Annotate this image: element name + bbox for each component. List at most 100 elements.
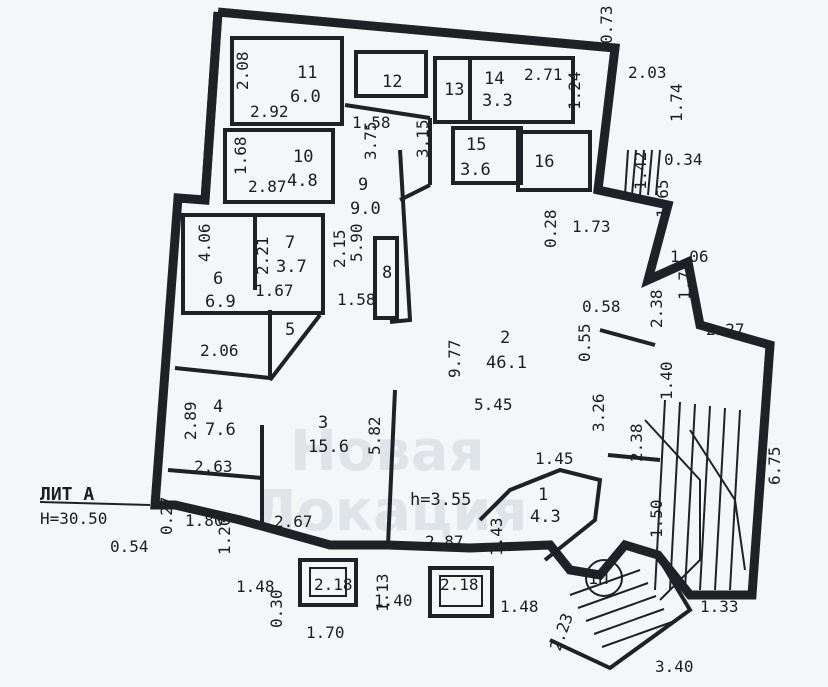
dimension-label: 1.78 [675, 261, 694, 300]
dimension-label: 2.18 [440, 575, 479, 594]
room-1p-marker [585, 559, 623, 597]
room-16-number: 16 [534, 152, 554, 172]
dimension-label: 2.06 [200, 341, 239, 360]
room-6-number: 6 [213, 269, 223, 289]
legend-block: ЛИТ А Н=30.50 h=3.55 [39, 484, 471, 528]
dimension-label: 0.73 [597, 5, 616, 44]
room-7-number: 7 [285, 233, 295, 253]
room-11-area: 6.0 [290, 87, 321, 107]
room-8-number: 8 [382, 263, 392, 283]
room-5-number: 5 [285, 320, 295, 340]
dimension-label: 1.74 [667, 83, 686, 122]
dimension-label: 0.54 [110, 537, 149, 556]
dimension-label: 0.34 [664, 150, 703, 169]
dimension-label: 1.67 [255, 281, 294, 300]
dimension-label: 2.71 [524, 65, 563, 84]
dimension-label: 2.08 [233, 51, 252, 90]
dimension-label: 1.80 [185, 511, 224, 530]
dimension-label: 1.40 [657, 361, 676, 400]
room-14-area: 3.3 [482, 91, 513, 111]
dimension-label: 1.58 [337, 290, 376, 309]
dimension-label: 3.15 [413, 119, 432, 158]
dimension-label: 1.13 [373, 573, 392, 612]
dimension-label: 1.58 [352, 113, 391, 132]
dimension-label: 2.87 [425, 532, 464, 551]
dimension-label: 0.30 [267, 589, 286, 628]
dimension-label: 1.73 [572, 217, 611, 236]
lit-title: ЛИТ А [40, 484, 94, 505]
dimension-label: 1.42 [631, 151, 650, 190]
dimension-label: 1.43 [487, 517, 506, 556]
room-2-number: 2 [500, 328, 510, 348]
dimension-label: 1.48 [500, 597, 539, 616]
dimension-label: 1.06 [670, 247, 709, 266]
dimension-label: 2.15 [330, 229, 349, 268]
dimension-label: 5.90 [347, 223, 366, 262]
room-9-number: 9 [358, 175, 368, 195]
room-10-area: 4.8 [287, 171, 318, 191]
dimension-label: 0.58 [582, 297, 621, 316]
room-1-area: 4.3 [530, 507, 561, 527]
dimension-label: 1.40 [374, 591, 413, 610]
dimension-label: 0.55 [575, 323, 594, 362]
dimension-label: 2.27 [706, 320, 745, 339]
stairs-bottom [549, 558, 693, 671]
room-4-area: 7.6 [205, 420, 236, 440]
dimension-label: 2.23 [546, 611, 577, 654]
dimension-label: 2.18 [314, 575, 353, 594]
dimension-label: 2.03 [628, 63, 667, 82]
stairs-right [644, 399, 746, 601]
bays [298, 558, 494, 618]
dimension-label: 0.28 [541, 209, 560, 248]
dimension-label: 3.26 [589, 393, 608, 432]
room-9-area: 9.0 [350, 199, 381, 219]
dimension-label: 2.63 [194, 457, 233, 476]
room-6-area: 6.9 [205, 292, 236, 312]
dimension-label: 0.27 [157, 496, 176, 535]
dimension-label: 5.45 [474, 395, 513, 414]
dimension-label: 2.87 [248, 177, 287, 196]
room-2-area: 46.1 [486, 353, 527, 373]
room-labels: 1 4.3 2 46.1 3 15.6 4 7.6 5 6 6.9 7 3.7 … [205, 63, 608, 589]
dimension-label: 2.38 [647, 289, 666, 328]
room-14-number: 14 [484, 69, 504, 89]
dimension-label: 2.92 [250, 102, 289, 121]
dimension-labels: 0.73 2.031.74 0.34 1.421.65 1.061.78 2.27 6.75… [110, 5, 784, 676]
dimension-label: 1.70 [306, 623, 345, 642]
dimension-label: 4.06 [195, 223, 214, 262]
room-3-area: 15.6 [308, 437, 349, 457]
room-13-number: 13 [444, 80, 464, 100]
dimension-label: 3.40 [655, 657, 694, 676]
dimension-label: 2.89 [181, 401, 200, 440]
outer-walls [150, 7, 775, 600]
dimension-label: 9.77 [445, 339, 464, 378]
room-10-number: 10 [293, 147, 313, 167]
interior-walls [167, 36, 661, 562]
dimension-label: 2.67 [274, 512, 313, 531]
dimension-label: 6.75 [765, 446, 784, 485]
watermark-line-1: Новая [290, 419, 485, 484]
dimension-label: 5.82 [365, 416, 384, 455]
room-15-area: 3.6 [460, 160, 491, 180]
dimension-label: 1.24 [565, 71, 584, 110]
dimension-label: 1.33 [700, 597, 739, 616]
dimension-label: 1.50 [647, 499, 666, 538]
dimension-label: 2.21 [253, 236, 272, 275]
room-15-number: 15 [466, 135, 486, 155]
ceiling-height: h=3.55 [410, 490, 471, 510]
room-3-number: 3 [318, 413, 328, 433]
dimension-label: 1.20 [215, 516, 234, 555]
dimension-label: 1.68 [231, 136, 250, 175]
room-12-number: 12 [382, 72, 402, 92]
dimension-label: 1.45 [535, 449, 574, 468]
height-label: Н=30.50 [40, 509, 107, 528]
stairs-top-right [624, 149, 661, 196]
dimension-label: 1.65 [653, 179, 672, 218]
dimension-label: 2.38 [627, 423, 646, 462]
dimension-label: 1.48 [236, 577, 275, 596]
room-1p-number: 1П [588, 569, 608, 589]
room-1-number: 1 [538, 485, 548, 505]
dimension-label: 3.75 [361, 121, 380, 160]
